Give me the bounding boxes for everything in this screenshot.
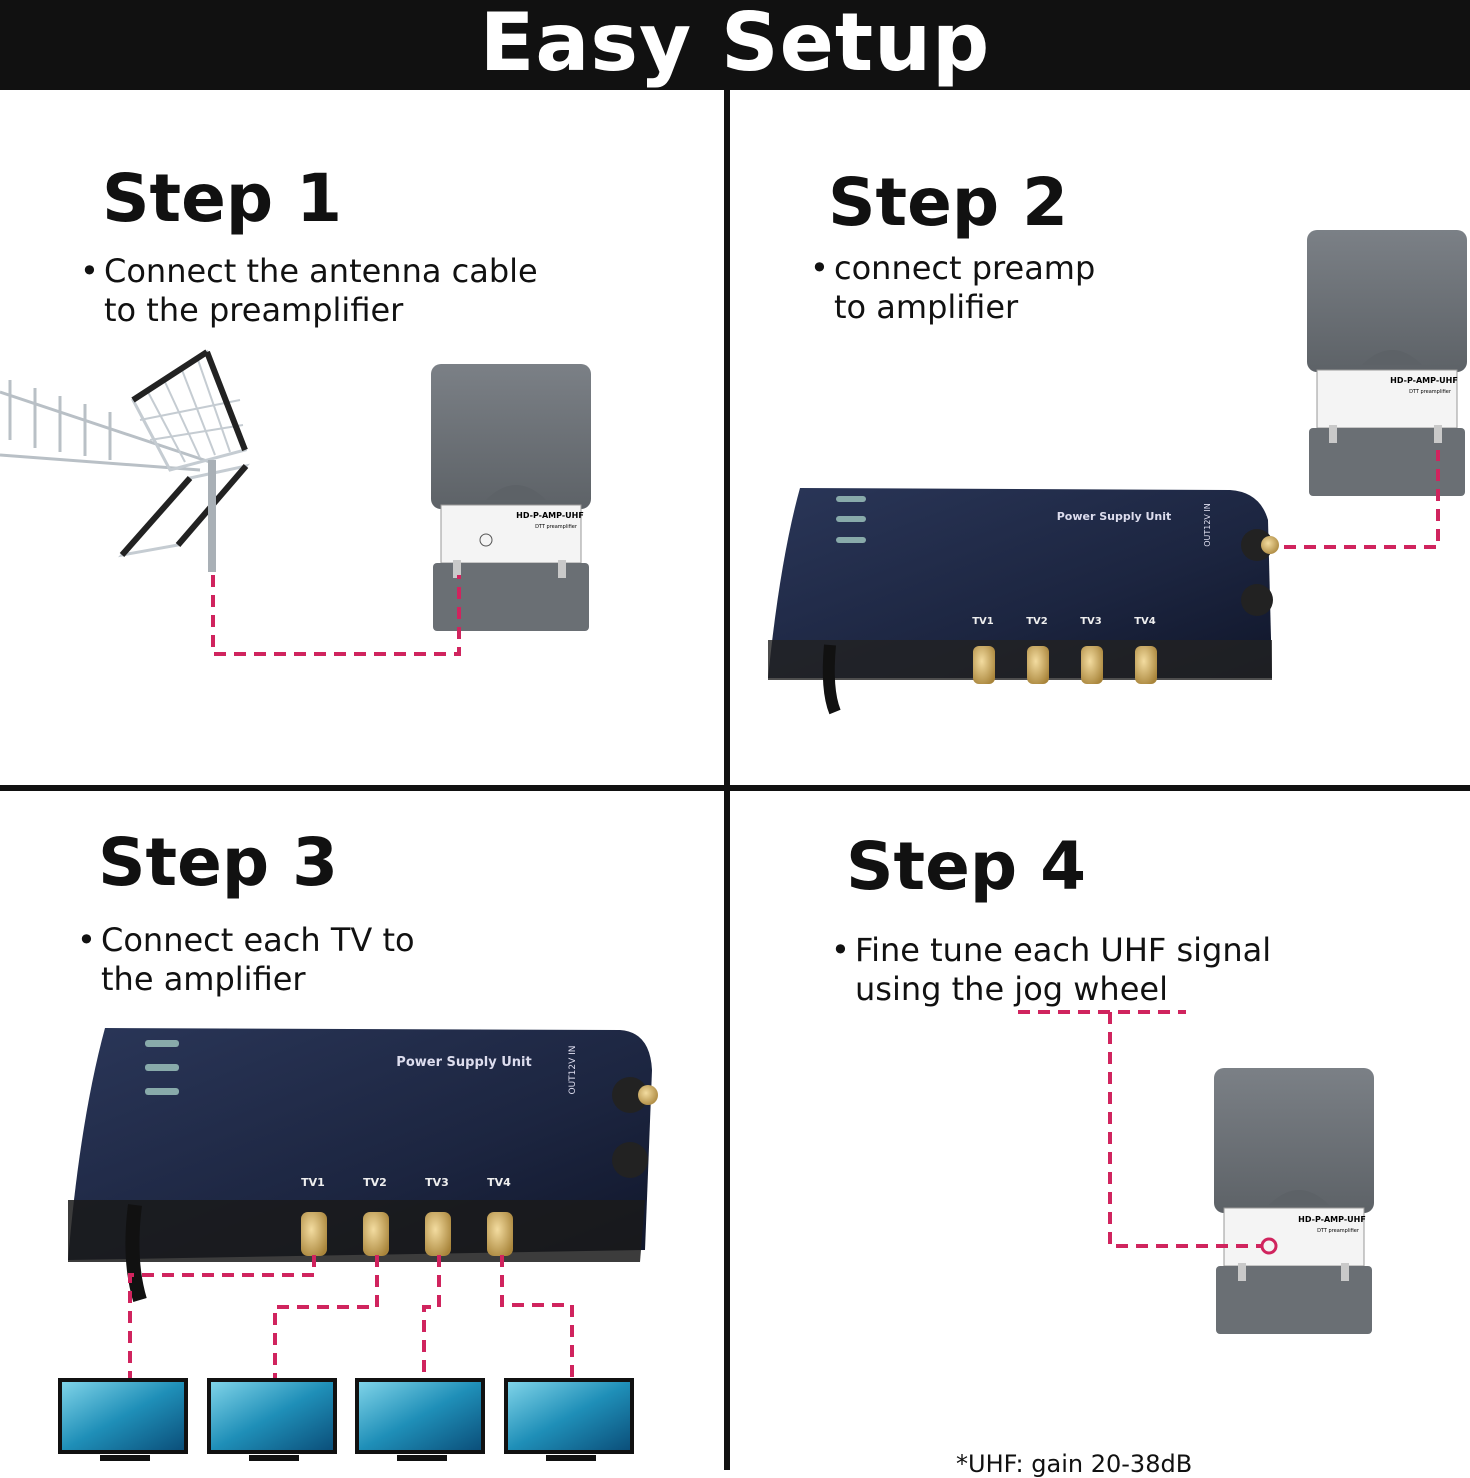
step-2-line-1: connect preamp — [834, 249, 1096, 287]
page-title: Easy Setup — [479, 0, 991, 89]
gain-footnote: *UHF: gain 20-38dB — [956, 1450, 1193, 1478]
bullet-dot: • — [77, 921, 96, 959]
power-supply-unit-icon: Power Supply Unit OUT12V IN TV1 TV2 TV3 … — [68, 1028, 658, 1303]
preamp-subtitle-label: DTT preamplifier — [535, 524, 578, 530]
psu-label: Power Supply Unit — [396, 1055, 531, 1070]
port-label-tv4: TV4 — [487, 1176, 511, 1189]
step-2-line-2: to amplifier — [834, 288, 1019, 326]
psu-label: Power Supply Unit — [1057, 510, 1172, 523]
step-4-line-1: Fine tune each UHF signal — [855, 931, 1272, 969]
preamplifier-icon: HD-P-AMP-UHF DTT preamplifier — [1214, 1068, 1374, 1334]
step-4-instructions: • Fine tune each UHF signal using the jo… — [831, 931, 1272, 1009]
psu-port-label: OUT12V IN — [568, 1045, 578, 1094]
antenna-icon — [0, 349, 251, 572]
preamp-subtitle-label: DTT preamplifier — [1317, 1228, 1360, 1234]
preamp-subtitle-label: DTT preamplifier — [1409, 389, 1452, 395]
bullet-dot: • — [80, 252, 99, 290]
bullet-dot: • — [831, 931, 850, 969]
jog-wheel-pointer — [1018, 1010, 1262, 1248]
bullet-dot: • — [810, 249, 829, 287]
port-label-tv1: TV1 — [972, 616, 994, 627]
tv-icon-3 — [355, 1378, 485, 1461]
step-3-line-1: Connect each TV to — [101, 921, 415, 959]
preamp-model-label: HD-P-AMP-UHF — [1298, 1215, 1366, 1224]
preamp-to-psu-connector — [1284, 450, 1440, 549]
step-2-title: Step 2 — [828, 164, 1068, 241]
tv-icon-2 — [207, 1378, 337, 1461]
step-4-line-2: using the jog wheel — [855, 970, 1168, 1008]
step-3-line-2: the amplifier — [101, 960, 306, 998]
port-label-tv3: TV3 — [1080, 616, 1102, 627]
preamplifier-icon: HD-P-AMP-UHF DTT preamplifier — [1307, 230, 1467, 496]
horizontal-divider — [0, 785, 1470, 791]
step-3-instructions: • Connect each TV to the amplifier — [77, 921, 415, 999]
port-label-tv1: TV1 — [301, 1176, 325, 1189]
tv-icon-4 — [504, 1378, 634, 1461]
preamp-model-label: HD-P-AMP-UHF — [1390, 376, 1458, 385]
port-label-tv2: TV2 — [1026, 616, 1048, 627]
psu-to-tv-connectors — [128, 1255, 574, 1378]
step-3-title: Step 3 — [98, 824, 338, 901]
tv-icon-1 — [58, 1378, 188, 1461]
port-label-tv2: TV2 — [363, 1176, 387, 1189]
power-supply-unit-icon: Power Supply Unit OUT12V IN TV1 TV2 TV3 … — [768, 488, 1279, 715]
step-2-instructions: • connect preamp to amplifier — [810, 249, 1096, 327]
preamp-model-label: HD-P-AMP-UHF — [516, 511, 584, 520]
psu-port-label: OUT12V IN — [1203, 503, 1212, 547]
port-label-tv4: TV4 — [1134, 616, 1156, 627]
step-1-line-2: to the preamplifier — [104, 291, 404, 329]
port-label-tv3: TV3 — [425, 1176, 449, 1189]
vertical-divider — [724, 90, 730, 1470]
step-1-title: Step 1 — [102, 160, 342, 237]
antenna-to-preamp-connector — [211, 575, 461, 656]
step-4-title: Step 4 — [846, 828, 1086, 905]
step-1-line-1: Connect the antenna cable — [104, 252, 538, 290]
preamplifier-icon: HD-P-AMP-UHF DTT preamplifier — [431, 364, 591, 631]
header-bar — [0, 0, 1470, 90]
step-1-instructions: • Connect the antenna cable to the pream… — [80, 252, 538, 330]
